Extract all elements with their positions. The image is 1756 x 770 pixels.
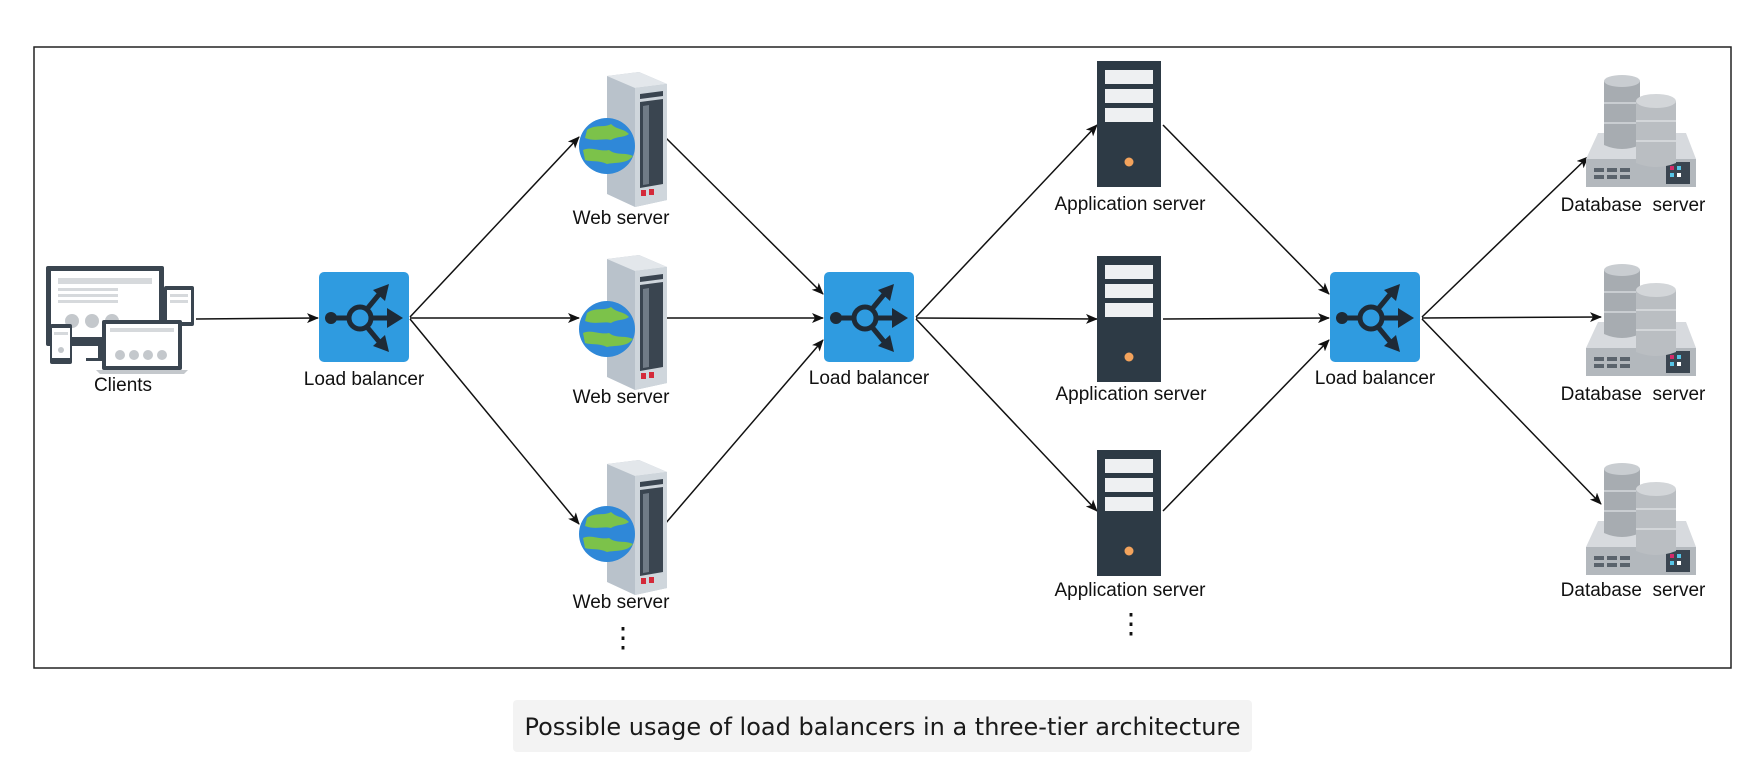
application-servers-ellipsis: ⋮ — [1117, 608, 1145, 639]
edge-app1-lb3 — [1162, 124, 1330, 295]
database-server-icon — [1585, 263, 1697, 377]
edge-clients-lb1 — [195, 313, 319, 324]
edge-lb1-web1 — [409, 136, 580, 318]
edge-lb3-db3 — [1421, 318, 1602, 505]
edge-app3-lb3 — [1162, 339, 1330, 512]
edge-web1-lb2 — [664, 136, 824, 295]
web-server-icon — [579, 72, 667, 207]
database-server-1-label: Database server — [1560, 195, 1706, 216]
application-server-icon — [1097, 450, 1161, 576]
database-server-icon — [1585, 462, 1697, 576]
web-server-3-label: Web server — [572, 592, 670, 613]
database-server-icon — [1585, 74, 1697, 188]
devices-icon — [46, 266, 194, 374]
edge-lb3-db1 — [1421, 156, 1589, 318]
load-balancer-2-label: Load balancer — [808, 368, 930, 389]
web-servers-ellipsis: ⋮ — [609, 622, 637, 653]
database-server-2-label: Database server — [1560, 384, 1706, 405]
application-server-3-label: Application server — [1054, 580, 1206, 601]
load-balancer-1-label: Load balancer — [303, 369, 425, 390]
clients-label: Clients — [93, 375, 153, 396]
application-server-2-label: Application server — [1055, 384, 1207, 405]
edge-app2-lb3 — [1162, 313, 1330, 324]
load-balancer-icon — [1330, 272, 1420, 362]
edge-lb2-app3 — [915, 318, 1098, 512]
caption-box: Possible usage of load balancers in a th… — [513, 700, 1252, 752]
application-server-1-label: Application server — [1054, 194, 1206, 215]
figure-caption: Possible usage of load balancers in a th… — [524, 713, 1241, 741]
database-server-3-label: Database server — [1560, 580, 1706, 601]
load-balancer-icon — [319, 272, 409, 362]
edge-lb2-app1 — [915, 124, 1098, 318]
edge-web3-lb2 — [664, 339, 824, 525]
web-server-icon — [579, 255, 667, 390]
load-balancer-icon — [824, 272, 914, 362]
load-balancer-3-label: Load balancer — [1314, 368, 1436, 389]
diagram-border — [33, 46, 1732, 669]
web-server-1-label: Web server — [572, 208, 670, 229]
edge-lb2-app2 — [915, 313, 1098, 324]
edges — [195, 124, 1602, 525]
application-server-icon — [1097, 256, 1161, 382]
edge-lb1-web3 — [409, 318, 580, 525]
web-server-icon — [579, 460, 667, 595]
edge-lb3-db2 — [1421, 312, 1602, 323]
web-server-2-label: Web server — [572, 387, 670, 408]
application-server-icon — [1097, 61, 1161, 187]
